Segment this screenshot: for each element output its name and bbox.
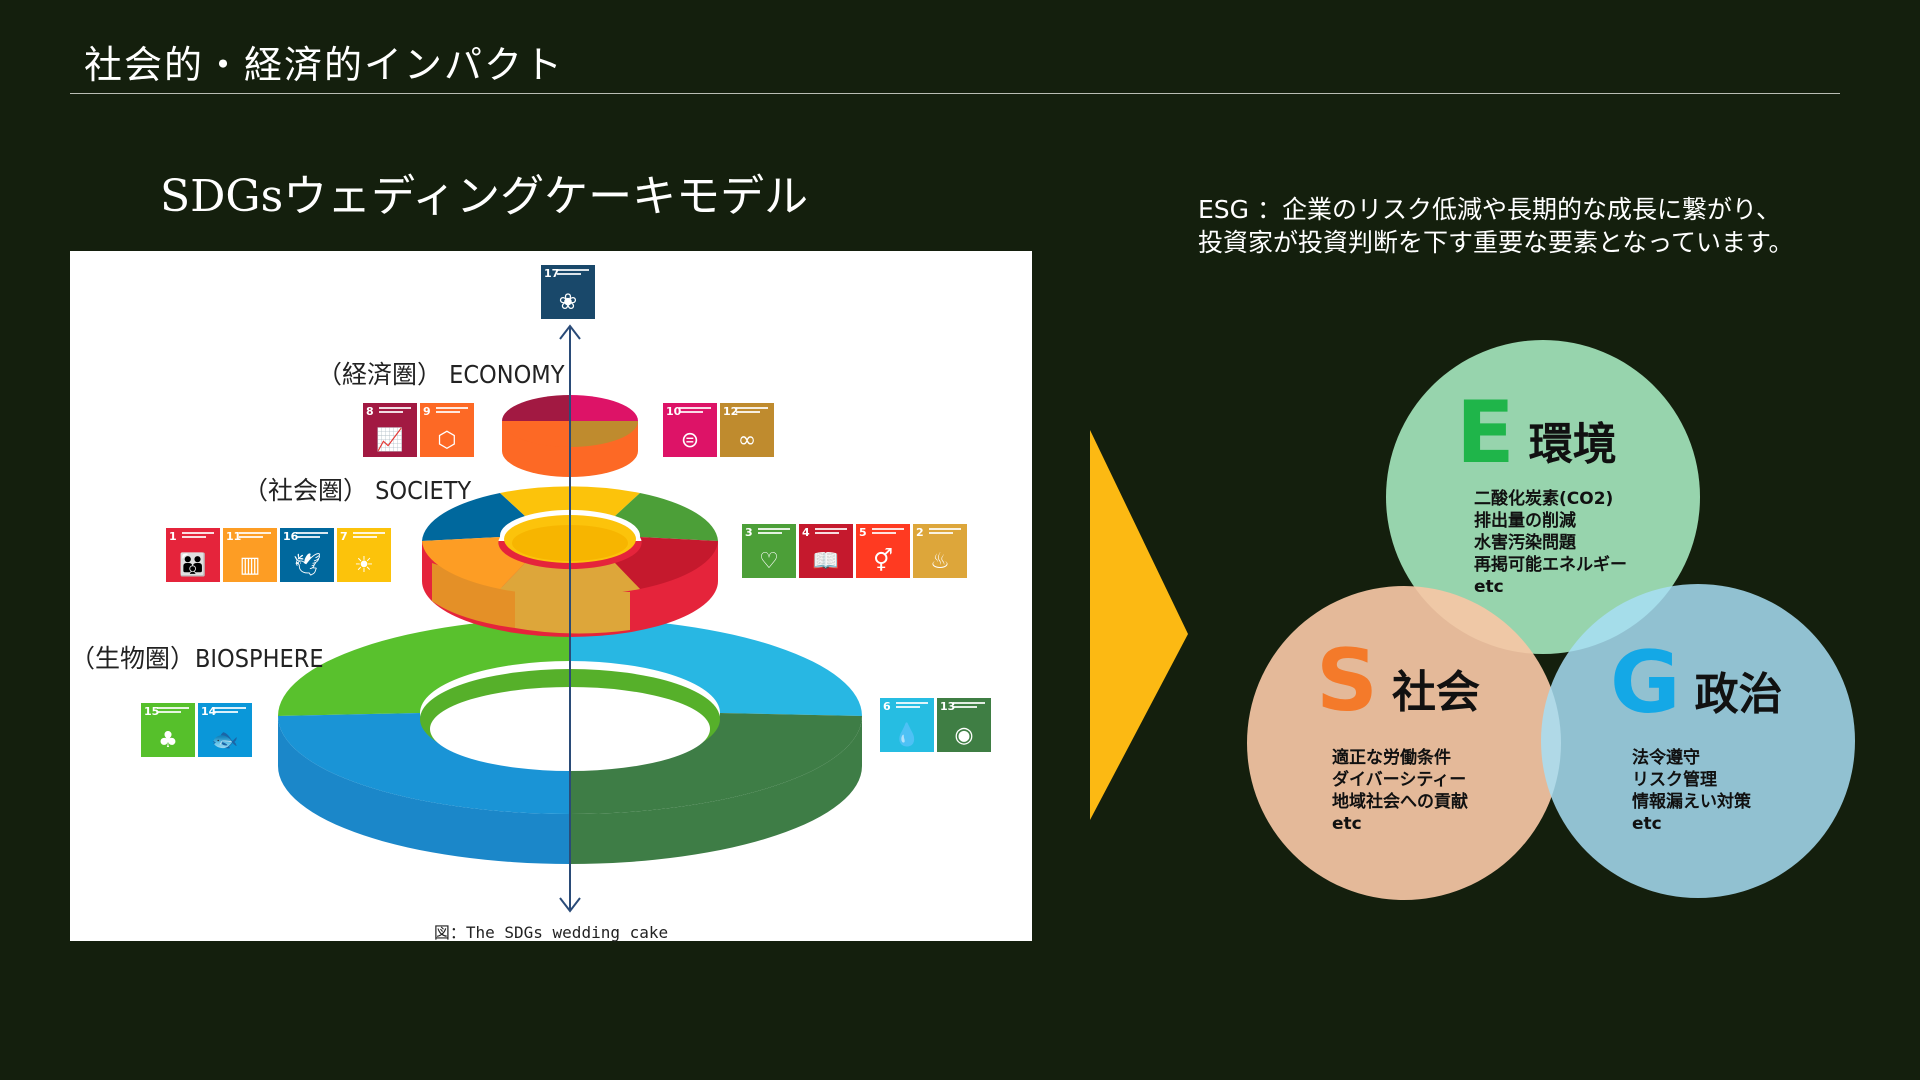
society-wall-seg-orange (432, 563, 515, 628)
economy-top-c (570, 421, 638, 447)
environment-letter: E (1456, 383, 1515, 483)
partnership-icon: ❀ (558, 290, 578, 315)
goal-11-tile: 11 ▥ (223, 528, 277, 582)
model-title: SDGsウェディングケーキモデル (160, 171, 809, 222)
list-item: ダイバーシティー (1332, 770, 1467, 790)
goal-3-tile: 3 ♡ (742, 524, 796, 578)
title-divider (70, 93, 1840, 94)
goal-7-tile: 7 ☀ (337, 528, 391, 582)
book-icon: 📖 (812, 549, 840, 574)
governance-circle (1541, 584, 1855, 898)
axis-arrow-down (559, 897, 581, 913)
list-item: 再掲可能エネルギー (1474, 555, 1627, 575)
biosphere-top-ne (570, 618, 862, 716)
list-item: etc (1332, 814, 1362, 834)
goal-12-tile: 12 ∞ (720, 403, 774, 457)
economy-top-a (502, 395, 570, 421)
list-item: 水害汚染問題 (1474, 533, 1576, 553)
wedding-cake-drawing (278, 324, 862, 913)
cubes-icon: ⬡ (437, 428, 457, 453)
goal-5-tile: 5 ⚥ (856, 524, 910, 578)
wedding-cake-figure: （経済圏） ECONOMY （社会圏） SOCIETY （生物圏）BIOSPHE… (70, 251, 1032, 942)
social-items: 適正な労働条件 ダイバーシティー 地域社会への貢献 etc (1332, 747, 1468, 835)
esg-description-line-2: 投資家が投資判断を下す重要な要素となっています。 (1198, 228, 1794, 257)
sun-icon: ☀ (354, 553, 374, 578)
society-top-a (422, 493, 525, 541)
goal-2-tile: 2 ♨ (913, 524, 967, 578)
economy-top-b (570, 395, 638, 421)
bowl-icon: ♨ (930, 549, 950, 574)
tier-label-society: （社会圏） SOCIETY (243, 476, 472, 505)
social-letter: S (1316, 631, 1378, 731)
infinity-icon: ∞ (737, 428, 757, 453)
goal-1-tile: 1 👪 (166, 528, 220, 582)
society-wall-seg-gold (515, 591, 630, 634)
list-item: 二酸化炭素(CO2) (1474, 489, 1614, 509)
tier-label-biosphere: （生物圏）BIOSPHERE (70, 644, 324, 673)
list-item: リスク管理 (1632, 770, 1717, 790)
gender-icon: ⚥ (873, 549, 893, 574)
esg-description: ESG ：企業のリスク低減や長期的な成長に繋がり、 投資家が投資判断を下す重要な… (1198, 193, 1794, 259)
water-drop-icon: 💧 (893, 723, 921, 748)
fish-icon: 🐟 (211, 728, 239, 753)
esg-venn-diagram (1247, 340, 1855, 900)
governance-items: 法令遵守 リスク管理 情報漏えい対策 etc (1632, 747, 1751, 835)
axis-arrow-up (559, 324, 581, 340)
biosphere-wall-right (570, 716, 862, 864)
list-item: 情報漏えい対策 (1632, 792, 1751, 812)
goal-13-tile: 13 ◉ (937, 698, 991, 752)
society-top-c (615, 493, 718, 541)
esg-description-line-1: ESG ：企業のリスク低減や長期的な成長に繋がり、 (1198, 195, 1781, 224)
social-circle (1247, 586, 1561, 900)
family-icon: 👪 (179, 553, 207, 578)
biosphere-wall-left (278, 716, 570, 864)
society-top-d (615, 537, 718, 589)
biosphere-top-sw (278, 713, 570, 814)
slide-title: 社会的・経済的インパクト (84, 43, 565, 87)
goal-4-tile: 4 📖 (799, 524, 853, 578)
goal-6-tile: 6 💧 (880, 698, 934, 752)
biosphere-top-nw (278, 618, 570, 716)
goal-17-tile: 17 ❀ (541, 265, 595, 319)
environment-items: 二酸化炭素(CO2) 排出量の削減 水害汚染問題 再掲可能エネルギー etc (1474, 488, 1627, 598)
list-item: 地域社会への貢献 (1332, 792, 1468, 812)
economy-top-d (502, 421, 570, 447)
figure-caption: 図：The SDGs wedding cake (433, 923, 669, 942)
list-item: 適正な労働条件 (1332, 748, 1451, 768)
environment-circle (1386, 340, 1700, 654)
dove-icon: 🕊 (293, 553, 321, 578)
equality-icon: ⊜ (680, 428, 700, 453)
goal-9-tile: 9 ⬡ (420, 403, 474, 457)
list-item: etc (1632, 814, 1662, 834)
society-top-f (422, 537, 525, 589)
earth-eye-icon: ◉ (954, 723, 974, 748)
goal-10-tile: 10 ⊜ (663, 403, 717, 457)
heartbeat-icon: ♡ (759, 549, 779, 574)
city-icon: ▥ (239, 553, 261, 578)
goal-15-tile: 15 ♣ (141, 703, 195, 757)
growth-chart-icon: 📈 (376, 428, 404, 453)
list-item: 法令遵守 (1632, 748, 1700, 768)
biosphere-top-se (570, 713, 862, 814)
governance-heading: G 政治 (1610, 640, 1783, 726)
list-item: 排出量の削減 (1474, 511, 1576, 531)
governance-word: 政治 (1694, 669, 1783, 720)
goal-8-tile: 8 📈 (363, 403, 417, 457)
tree-icon: ♣ (158, 728, 178, 753)
social-word: 社会 (1391, 667, 1480, 718)
chevron-right-icon (1090, 430, 1188, 820)
goal-14-tile: 14 🐟 (198, 703, 252, 757)
governance-letter: G (1610, 633, 1681, 733)
goal-16-tile: 16 🕊 (280, 528, 334, 582)
list-item: etc (1474, 577, 1504, 597)
environment-heading: E 環境 (1456, 390, 1617, 476)
environment-word: 環境 (1528, 419, 1617, 470)
social-heading: S 社会 (1316, 638, 1480, 724)
tier-label-economy: （経済圏） ECONOMY (317, 360, 565, 389)
